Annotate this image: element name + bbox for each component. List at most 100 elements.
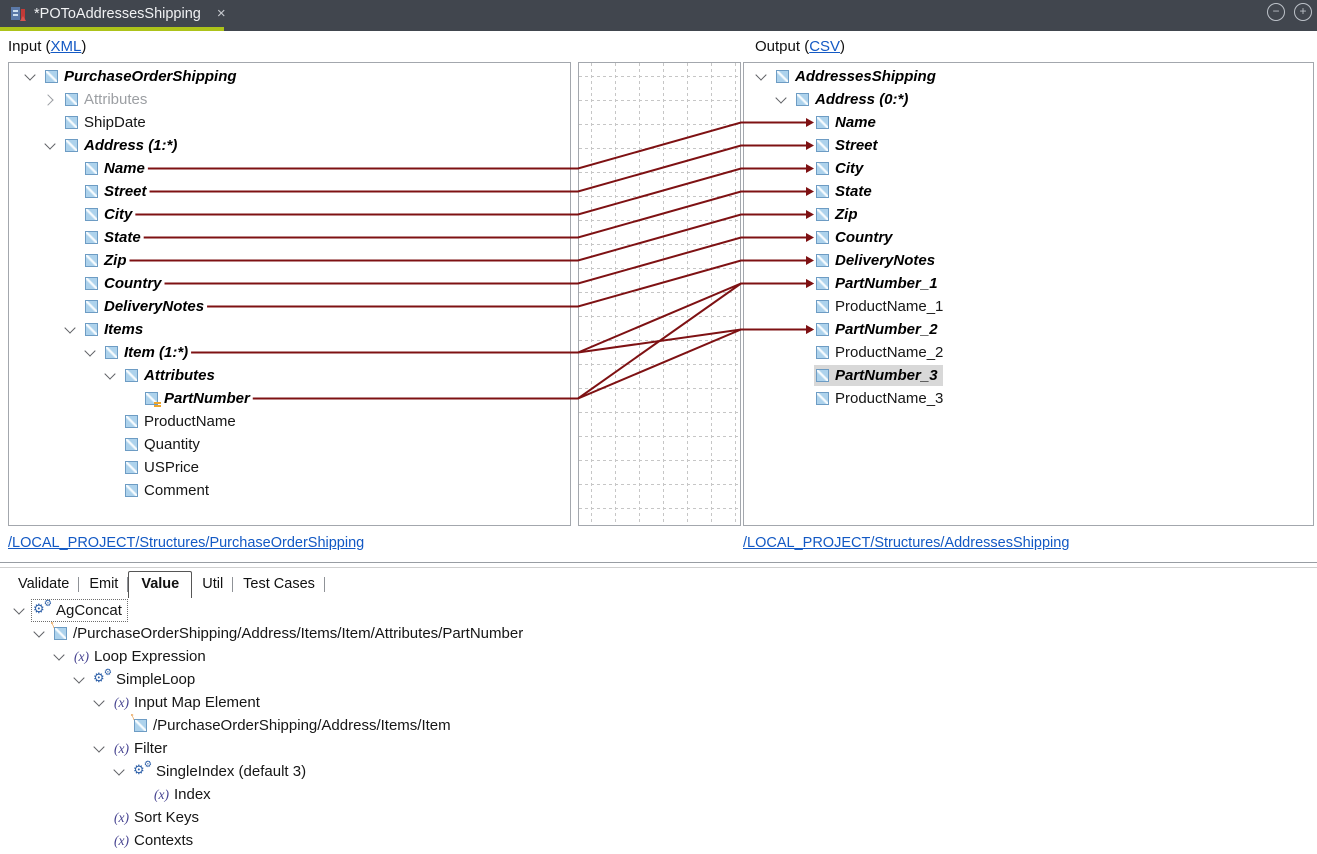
element-icon (85, 208, 98, 221)
input-tree-row[interactable]: Comment (9, 479, 570, 502)
output-tree-row[interactable]: AddressesShipping (744, 65, 1313, 88)
tree-item-label: State (835, 183, 872, 200)
output-tree-row[interactable]: PartNumber_2 (744, 318, 1313, 341)
value-tree-row[interactable]: (x)Sort Keys (0, 806, 1317, 829)
output-tree-row[interactable]: State (744, 180, 1313, 203)
input-tree-row[interactable]: Street (9, 180, 570, 203)
output-tree-row[interactable]: ProductName_1 (744, 295, 1313, 318)
tree-item-label: Street (104, 183, 147, 200)
output-tree-row[interactable]: Street (744, 134, 1313, 157)
value-tree-row[interactable]: (x)Input Map Element (0, 691, 1317, 714)
chevron-expanded-icon[interactable] (92, 695, 112, 707)
tab-value[interactable]: Value (128, 571, 193, 598)
value-tree-row[interactable]: ⚙⚙AgConcat (0, 598, 1317, 622)
input-tree-row[interactable]: DeliveryNotes (9, 295, 570, 318)
input-tree-row[interactable]: Items (9, 318, 570, 341)
chevron-expanded-icon[interactable] (92, 741, 112, 753)
tree-item-label: ProductName (144, 413, 236, 430)
element-icon (816, 231, 829, 244)
output-tree-row[interactable]: Country (744, 226, 1313, 249)
value-tree-row[interactable]: (x)Contexts (0, 829, 1317, 852)
chevron-expanded-icon[interactable] (52, 649, 72, 661)
element-map-icon (54, 627, 67, 640)
output-tree-row[interactable]: Zip (744, 203, 1313, 226)
horizontal-splitter[interactable] (0, 562, 1317, 568)
tree-item-label: DeliveryNotes (104, 298, 205, 315)
tree-item-label: Item (1:*) (124, 344, 189, 361)
chevron-expanded-icon[interactable] (32, 626, 52, 638)
value-tree-row[interactable]: (x)Loop Expression (0, 645, 1317, 668)
chevron-expanded-icon[interactable] (754, 69, 774, 81)
chevron-expanded-icon[interactable] (83, 345, 103, 357)
chevron-expanded-icon[interactable] (63, 322, 83, 334)
value-tree-row[interactable]: /PurchaseOrderShipping/Address/Items/Ite… (0, 714, 1317, 737)
input-tree-row[interactable]: Quantity (9, 433, 570, 456)
output-header: Output (CSV) (755, 38, 846, 55)
collapse-all-icon[interactable]: − (1267, 3, 1285, 21)
chevron-expanded-icon[interactable] (12, 603, 32, 615)
chevron-expanded-icon[interactable] (23, 69, 43, 81)
chevron-collapsed-icon[interactable] (42, 93, 63, 106)
input-tree-row[interactable]: Name (9, 157, 570, 180)
chevron-expanded-icon[interactable] (72, 672, 92, 684)
element-map-icon (134, 719, 147, 732)
input-tree-row[interactable]: PartNumber (9, 387, 570, 410)
chevron-expanded-icon[interactable] (774, 92, 794, 104)
tree-item-label: SingleIndex (default 3) (156, 763, 307, 780)
tree-item-label: Zip (835, 206, 858, 223)
chevron-expanded-icon[interactable] (112, 764, 132, 776)
value-tree-row[interactable]: ⚙⚙SingleIndex (default 3) (0, 759, 1317, 783)
expand-all-icon[interactable]: + (1294, 3, 1312, 21)
output-tree-row[interactable]: City (744, 157, 1313, 180)
document-tab[interactable]: *POToAddressesShipping × (0, 0, 238, 27)
input-tree-row[interactable]: ShipDate (9, 111, 570, 134)
output-format-link[interactable]: CSV (809, 38, 841, 55)
output-tree-row[interactable]: ProductName_2 (744, 341, 1313, 364)
fx-icon: (x) (154, 786, 169, 802)
close-icon[interactable]: × (216, 5, 226, 22)
element-icon (125, 369, 138, 382)
value-tree-row[interactable]: (x)Index (0, 783, 1317, 806)
output-tree-row[interactable]: DeliveryNotes (744, 249, 1313, 272)
element-icon (85, 185, 98, 198)
tree-item-label: Country (104, 275, 162, 292)
input-format-link[interactable]: XML (50, 38, 82, 55)
tree-item-label: State (104, 229, 141, 246)
element-icon (796, 93, 809, 106)
tab-util[interactable]: Util (192, 572, 234, 598)
input-tree-row[interactable]: Attributes (9, 88, 570, 111)
tree-item-label: DeliveryNotes (835, 252, 936, 269)
output-tree-row[interactable]: Address (0:*) (744, 88, 1313, 111)
input-tree-row[interactable]: USPrice (9, 456, 570, 479)
input-tree-row[interactable]: City (9, 203, 570, 226)
output-tree-row[interactable]: PartNumber_1 (744, 272, 1313, 295)
tree-item-label: City (104, 206, 133, 223)
input-structure-link[interactable]: /LOCAL_PROJECT/Structures/PurchaseOrderS… (8, 535, 365, 551)
input-tree-row[interactable]: Country (9, 272, 570, 295)
tree-item-label: AgConcat (56, 602, 122, 619)
input-tree-row[interactable]: Zip (9, 249, 570, 272)
input-tree-row[interactable]: ProductName (9, 410, 570, 433)
input-tree-row[interactable]: PurchaseOrderShipping (9, 65, 570, 88)
output-tree-row[interactable]: PartNumber_3 (744, 364, 1313, 387)
input-tree-row[interactable]: Address (1:*) (9, 134, 570, 157)
output-structure-link[interactable]: /LOCAL_PROJECT/Structures/AddressesShipp… (743, 535, 1070, 551)
tab-emit[interactable]: Emit (79, 572, 129, 598)
input-tree-row[interactable]: State (9, 226, 570, 249)
output-tree-row[interactable]: Name (744, 111, 1313, 134)
map-document-icon (11, 7, 26, 21)
input-tree-row[interactable]: Attributes (9, 364, 570, 387)
value-tree-row[interactable]: /PurchaseOrderShipping/Address/Items/Ite… (0, 622, 1317, 645)
tab-test-cases[interactable]: Test Cases (233, 572, 325, 598)
element-attr-icon (145, 392, 161, 407)
output-tree-row[interactable]: ProductName_3 (744, 387, 1313, 410)
element-icon (105, 346, 118, 359)
chevron-expanded-icon[interactable] (103, 368, 123, 380)
value-tree-row[interactable]: ⚙⚙SimpleLoop (0, 667, 1317, 691)
value-tree-row[interactable]: (x)Filter (0, 737, 1317, 760)
element-icon (816, 277, 829, 290)
input-tree-row[interactable]: Item (1:*) (9, 341, 570, 364)
tab-validate[interactable]: Validate (8, 572, 80, 598)
chevron-expanded-icon[interactable] (43, 138, 63, 150)
element-icon (816, 369, 829, 382)
